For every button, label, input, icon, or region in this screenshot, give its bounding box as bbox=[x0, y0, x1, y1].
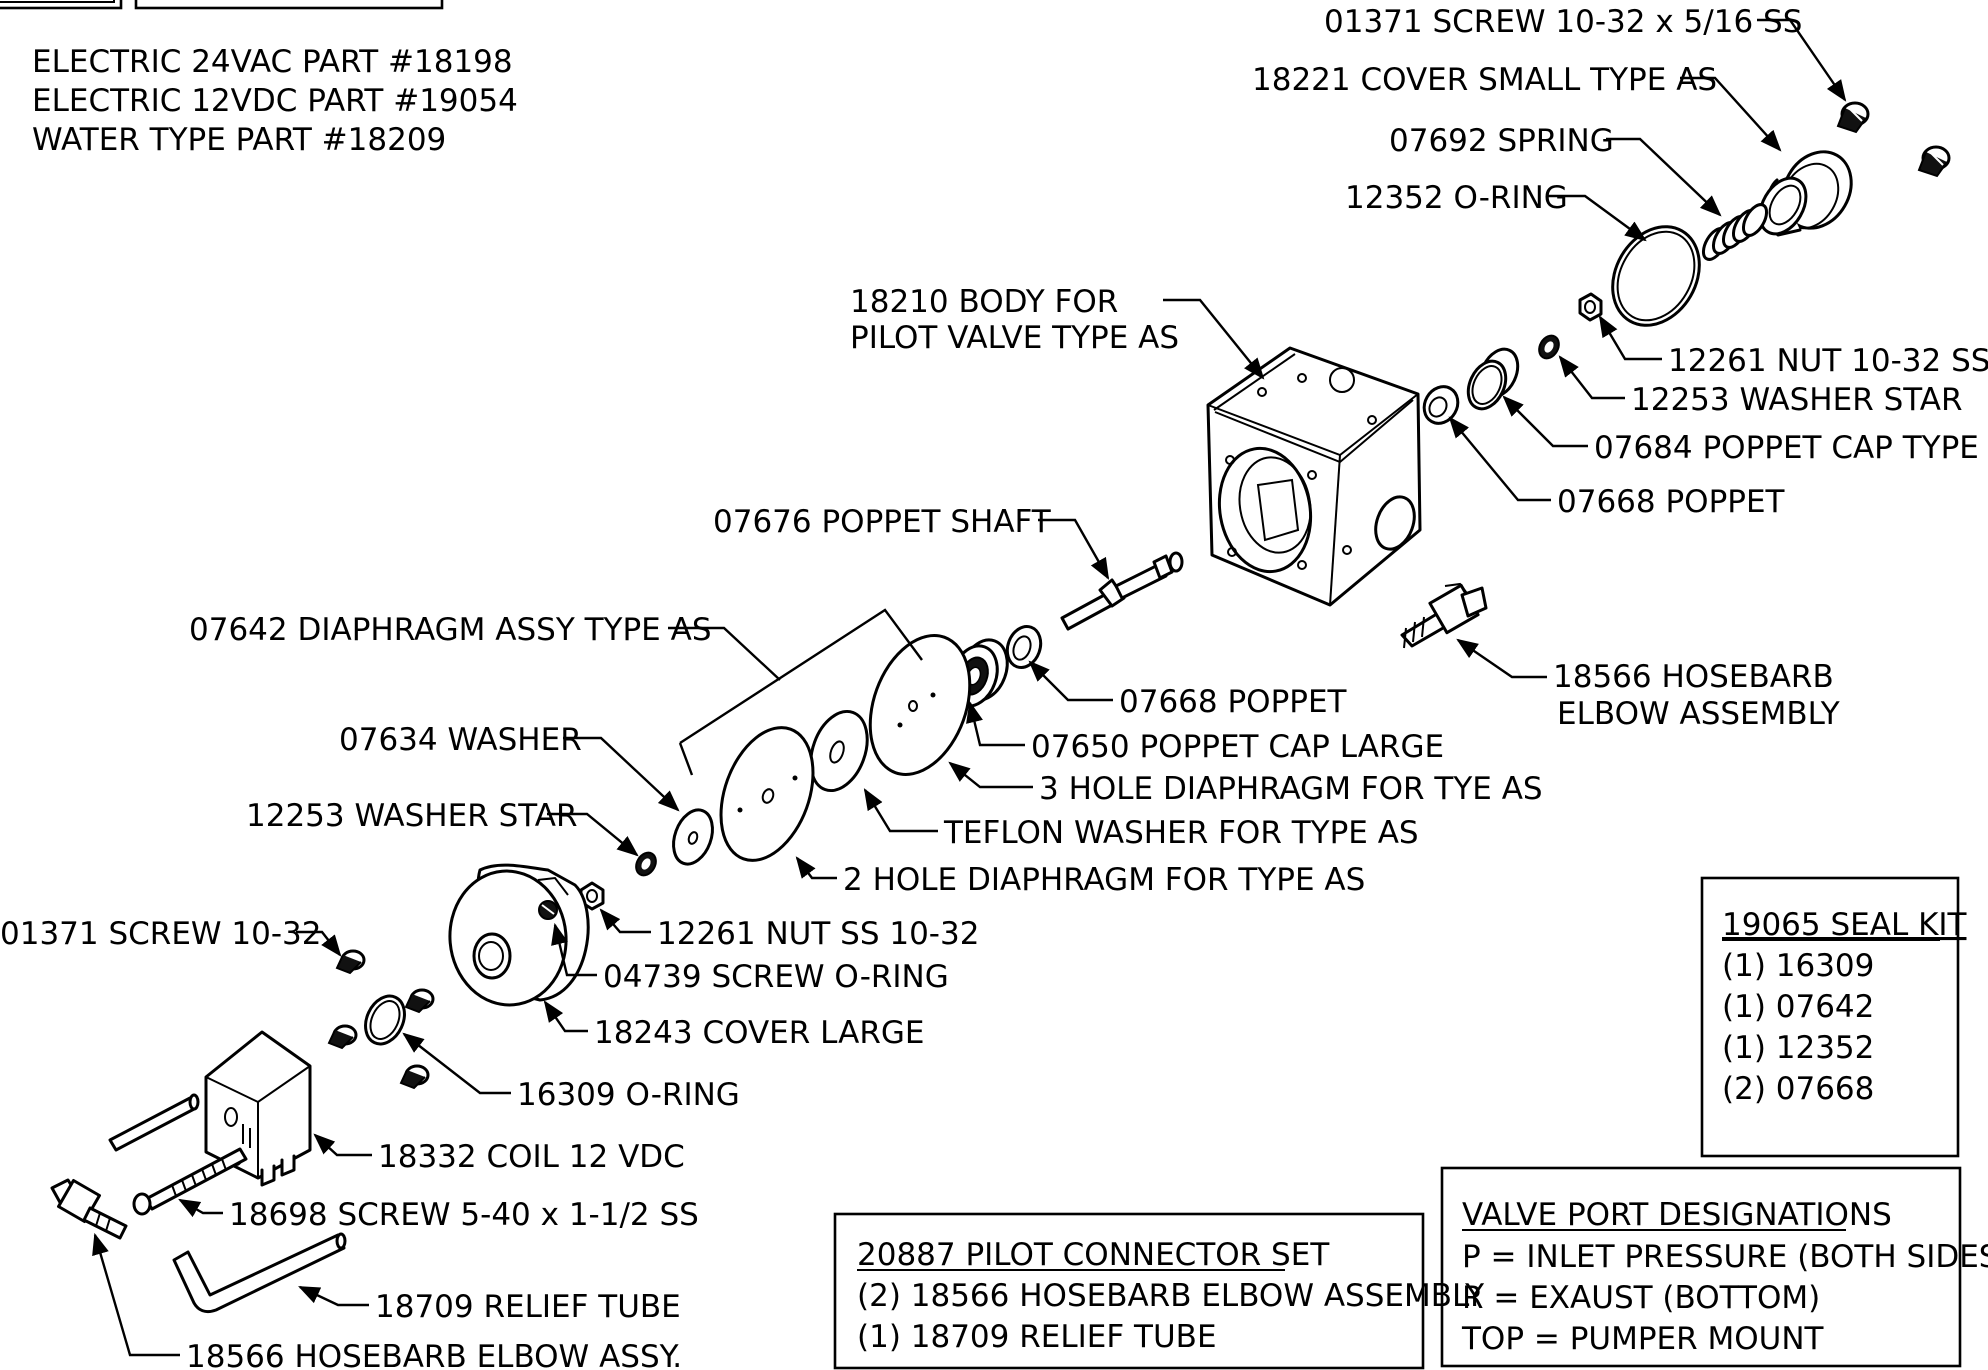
poppet-top bbox=[1422, 385, 1460, 425]
label-hosebarb-left: 18566 HOSEBARB ELBOW ASSY. bbox=[186, 1339, 682, 1370]
label-coil: 18332 COIL 12 VDC bbox=[378, 1139, 685, 1175]
title-block-fragment bbox=[0, 0, 444, 10]
valve-port-item: TOP = PUMPER MOUNT bbox=[1461, 1321, 1825, 1357]
label-diaphragm-assy: 07642 DIAPHRAGM ASSY TYPE AS bbox=[189, 612, 712, 648]
seal-kit-title: 19065 SEAL KIT bbox=[1722, 907, 1968, 943]
valve-port-item: P = INLET PRESSURE (BOTH SIDES) bbox=[1462, 1239, 1988, 1275]
label-screw-oring: 04739 SCREW O-RING bbox=[603, 959, 949, 995]
label-poppet-top: 07668 POPPET bbox=[1557, 484, 1786, 520]
label-cover-small: 18221 COVER SMALL TYPE AS bbox=[1252, 62, 1717, 98]
connector-set-item: (2) 18566 HOSEBARB ELBOW ASSEMBLY bbox=[857, 1278, 1484, 1314]
screw-top-1 bbox=[1836, 101, 1870, 134]
valve-port-item: R = EXAUST (BOTTOM) bbox=[1462, 1280, 1820, 1316]
washer-star-top bbox=[1538, 334, 1560, 360]
label-washer-star-low: 12253 WASHER STAR bbox=[246, 798, 578, 834]
label-teflon: TEFLON WASHER FOR TYPE AS bbox=[943, 815, 1419, 851]
washer-star-low bbox=[635, 851, 657, 877]
teflon-washer bbox=[809, 709, 869, 793]
label-nut-low: 12261 NUT SS 10-32 bbox=[657, 916, 979, 952]
label-screw-top: 01371 SCREW 10-32 x 5/16 SS bbox=[1324, 4, 1802, 40]
note-water: WATER TYPE PART #18209 bbox=[32, 122, 446, 158]
seal-kit-item: (1) 07642 bbox=[1722, 989, 1874, 1025]
poppet-cap-top bbox=[1466, 347, 1520, 411]
poppet-mid bbox=[1005, 625, 1043, 669]
poppet-shaft bbox=[1060, 551, 1184, 631]
label-nut-top: 12261 NUT 10-32 SS bbox=[1668, 343, 1988, 379]
note-12vdc: ELECTRIC 12VDC PART #19054 bbox=[32, 83, 518, 119]
screw-low-2 bbox=[404, 988, 435, 1014]
cover-small bbox=[1758, 150, 1853, 237]
valve-port-box: VALVE PORT DESIGNATIONS P = INLET PRESSU… bbox=[1440, 1166, 1988, 1368]
label-washer-star-top: 12253 WASHER STAR bbox=[1631, 382, 1963, 418]
label-poppet-shaft: 07676 POPPET SHAFT bbox=[713, 504, 1052, 540]
coil-12vdc bbox=[204, 1030, 312, 1187]
nut-low bbox=[579, 881, 605, 911]
screw-5-40-upper bbox=[108, 1093, 200, 1152]
screw-low-1 bbox=[335, 949, 366, 975]
connector-set-box: 20887 PILOT CONNECTOR SET (2) 18566 HOSE… bbox=[833, 1212, 1484, 1370]
connector-set-item: (1) 18709 RELIEF TUBE bbox=[857, 1319, 1217, 1355]
label-hosebarb-right-2: ELBOW ASSEMBLY bbox=[1557, 696, 1840, 732]
seal-kit-item: (2) 07668 bbox=[1722, 1071, 1874, 1107]
diaphragm-2-hole bbox=[719, 726, 815, 862]
valve-port-title: VALVE PORT DESIGNATIONS bbox=[1462, 1197, 1892, 1233]
valve-body bbox=[1206, 346, 1422, 607]
nut-top bbox=[1578, 292, 1603, 322]
label-washer-07634: 07634 WASHER bbox=[339, 722, 582, 758]
hosebarb-left bbox=[50, 1178, 128, 1240]
diaphragm-3-hole bbox=[868, 634, 972, 776]
label-two-hole: 2 HOLE DIAPHRAGM FOR TYPE AS bbox=[843, 862, 1365, 898]
label-body-line1: 18210 BODY FOR bbox=[850, 284, 1118, 320]
label-cover-large: 18243 COVER LARGE bbox=[594, 1015, 925, 1051]
hosebarb-right bbox=[1400, 582, 1488, 649]
seal-kit-item: (1) 16309 bbox=[1722, 948, 1874, 984]
spring bbox=[1701, 203, 1769, 261]
label-spring: 07692 SPRING bbox=[1389, 123, 1614, 159]
label-relief-tube: 18709 RELIEF TUBE bbox=[375, 1289, 681, 1325]
screw-low-3 bbox=[327, 1024, 358, 1050]
label-body-line2: PILOT VALVE TYPE AS bbox=[850, 320, 1179, 356]
seal-kit-box: 19065 SEAL KIT (1) 16309 (1) 07642 (1) 1… bbox=[1700, 876, 1968, 1158]
connector-set-title: 20887 PILOT CONNECTOR SET bbox=[857, 1237, 1330, 1273]
oring-12352 bbox=[1611, 225, 1701, 327]
label-poppet-cap-top: 07684 POPPET CAP TYPE AS bbox=[1594, 430, 1988, 466]
leader-lines bbox=[92, 18, 1847, 1357]
label-oring-16309: 16309 O-RING bbox=[517, 1077, 740, 1113]
label-poppet-mid: 07668 POPPET bbox=[1119, 684, 1348, 720]
cover-large bbox=[448, 863, 590, 1007]
note-24vac: ELECTRIC 24VAC PART #18198 bbox=[32, 44, 513, 80]
screw-low-4 bbox=[399, 1064, 430, 1090]
screw-5-40-lower bbox=[132, 1147, 248, 1216]
label-poppet-cap-large: 07650 POPPET CAP LARGE bbox=[1031, 729, 1444, 765]
label-hosebarb-right-1: 18566 HOSEBARB bbox=[1553, 659, 1834, 695]
relief-tube bbox=[172, 1232, 347, 1314]
label-screw-5-40: 18698 SCREW 5-40 x 1-1/2 SS bbox=[229, 1197, 699, 1233]
label-screw-low: 01371 SCREW 10-32 bbox=[0, 916, 322, 952]
oring-16309 bbox=[364, 994, 406, 1046]
washer-07634 bbox=[672, 808, 714, 866]
seal-kit-item: (1) 12352 bbox=[1722, 1030, 1874, 1066]
label-three-hole: 3 HOLE DIAPHRAGM FOR TYE AS bbox=[1039, 771, 1543, 807]
screw-top-2 bbox=[1917, 145, 1951, 178]
label-oring-12352: 12352 O-RING bbox=[1345, 180, 1568, 216]
